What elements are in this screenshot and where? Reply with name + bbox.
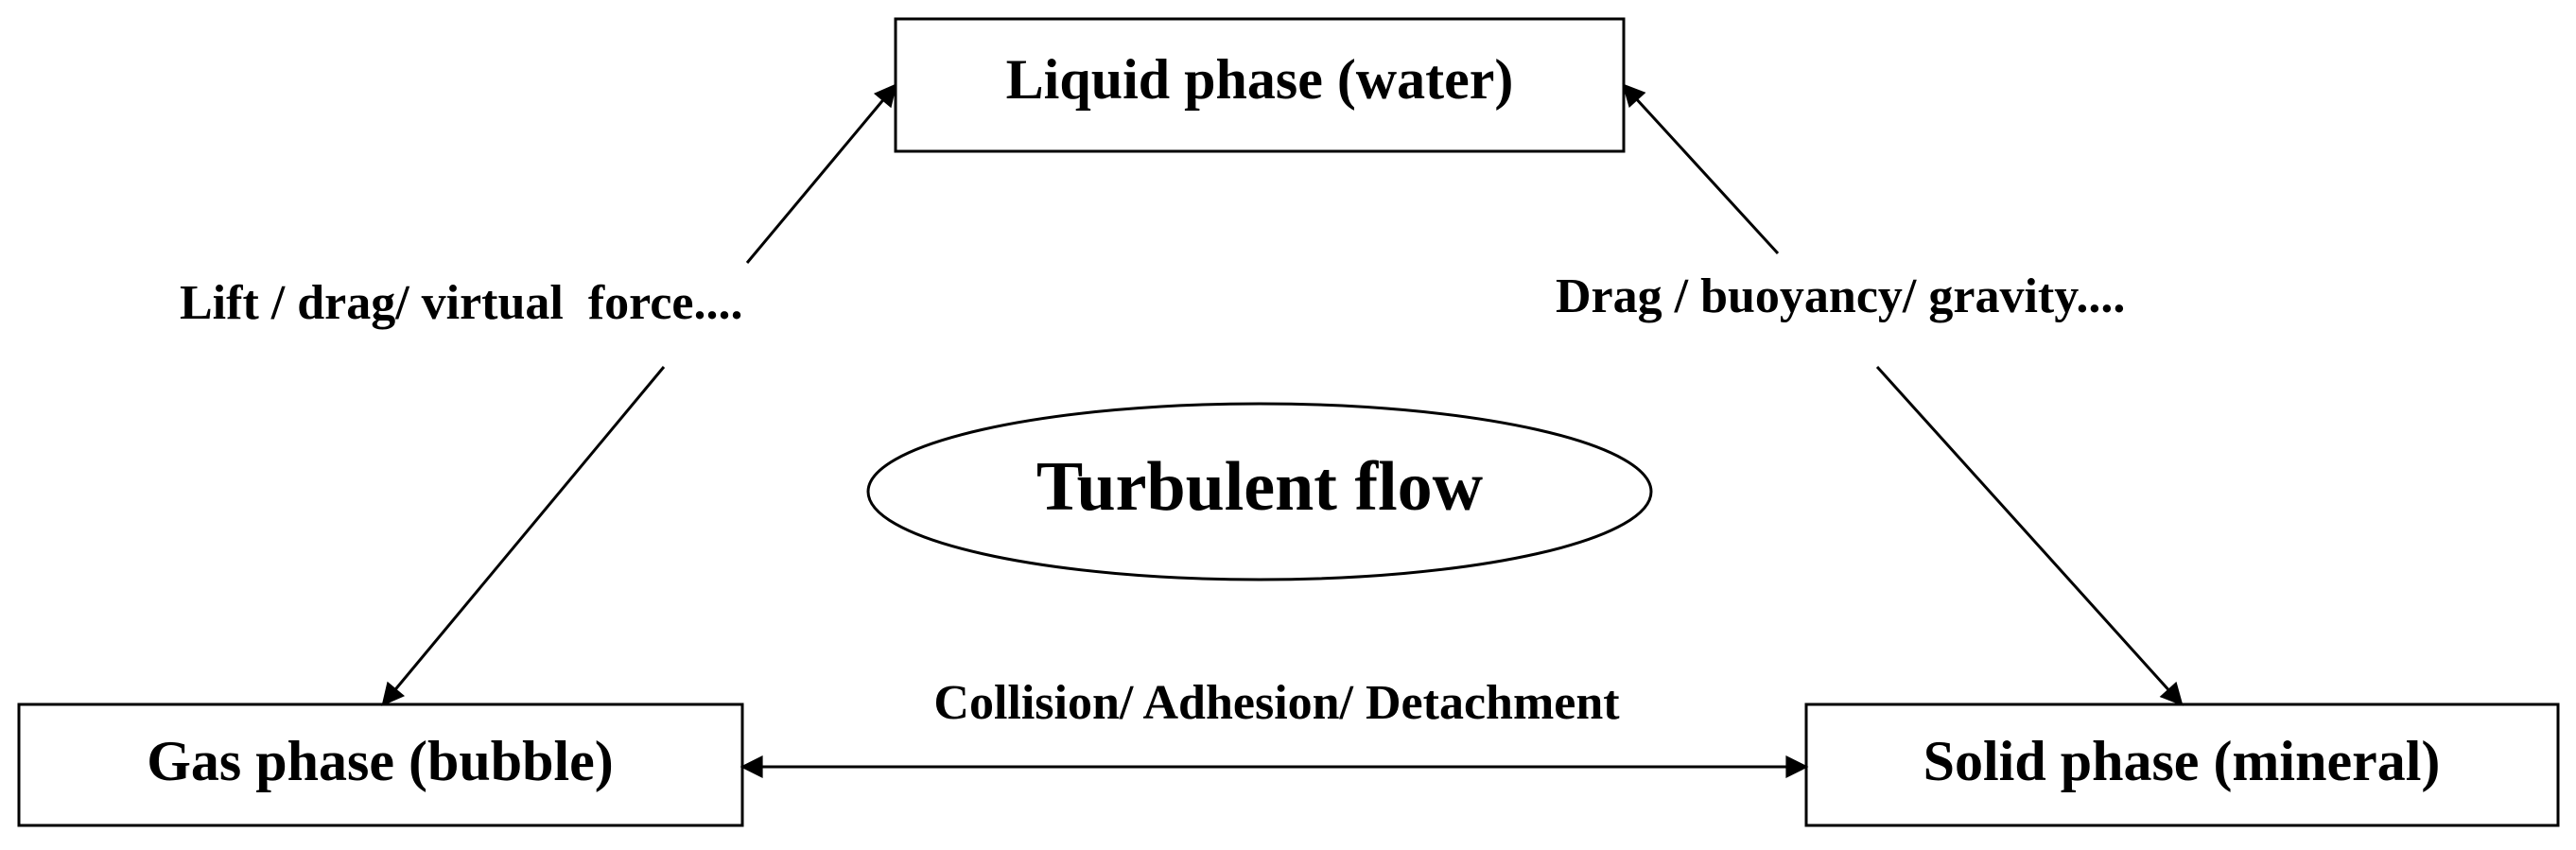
gas-solid-connection: Collision/ Adhesion/ Detachment [740,676,1809,778]
liquid-solid-label: Drag / buoyancy/ gravity.... [1556,269,2125,323]
turbulent-flow-ellipse [866,402,1653,581]
solid-phase-node: Solid phase (mineral) [1804,703,2560,827]
liquid-gas-arrow-upper [745,83,897,264]
turbulent-flow-node: Turbulent flow [866,402,1653,581]
liquid-solid-arrow-lower [1875,365,2184,706]
liquid-phase-node: Liquid phase (water) [894,17,1626,153]
gas-solid-label: Collision/ Adhesion/ Detachment [933,676,1620,730]
liquid-gas-label: Lift / drag/ virtual force.... [180,276,743,330]
liquid-gas-arrow-lower [381,366,666,706]
gas-phase-label: Gas phase (bubble) [147,730,613,792]
liquid-phase-box [894,17,1626,153]
turbulent-flow-label: Turbulent flow [1036,448,1484,526]
gas-phase-box [17,703,744,827]
liquid-solid-arrow-upper [1622,83,1780,255]
solid-phase-label: Solid phase (mineral) [1923,730,2441,792]
liquid-solid-connection: Drag / buoyancy/ gravity.... [1556,83,2184,706]
liquid-phase-label: Liquid phase (water) [1006,48,1514,111]
gas-phase-node: Gas phase (bubble) [17,703,744,827]
liquid-gas-connection: Lift / drag/ virtual force.... [180,83,897,706]
